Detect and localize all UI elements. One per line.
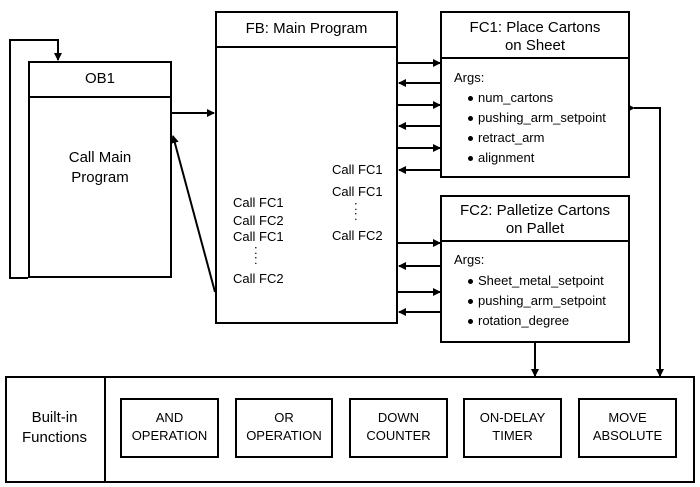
builtin-label-line-1: Built-in <box>31 409 78 426</box>
builtin-panel-divider <box>104 376 106 483</box>
builtin-and-line-2: OPERATION <box>131 428 208 443</box>
fc2-arg-1: Sheet_metal_setpoint <box>478 273 604 288</box>
ob1-body-line-1: Call Main <box>68 149 132 166</box>
builtin-label-line-2: Functions <box>21 429 88 446</box>
fc1-arg-bullet <box>468 116 473 121</box>
fc1-arg-bullet <box>468 96 473 101</box>
fc1-arg-3: retract_arm <box>478 130 545 145</box>
fc2-block <box>440 195 630 343</box>
fc1-title-line-2: on Sheet <box>504 37 566 54</box>
builtin-or-line-2: OPERATION <box>246 428 322 443</box>
builtin-move-line-2: ABSOLUTE <box>592 428 663 443</box>
fb-left-call-1: Call FC1 <box>233 195 284 210</box>
fb-header-divider <box>215 46 398 48</box>
fb-right-call-2: Call FC1 <box>332 184 383 199</box>
fc2-title-line-2: on Pallet <box>505 220 565 237</box>
fc1-header-divider <box>440 57 630 59</box>
fc2-args-label: Args: <box>454 252 485 267</box>
builtin-and-operation <box>120 398 219 458</box>
fc1-arg-2: pushing_arm_setpoint <box>478 110 606 125</box>
builtin-timer-line-2: TIMER <box>492 428 533 443</box>
builtin-timer-line-1: ON-DELAY <box>479 410 546 425</box>
builtin-or-operation <box>235 398 333 458</box>
fc1-block <box>440 11 630 178</box>
fc1-builtins-arrow <box>627 104 664 377</box>
fb-left-ellipsis-2: : <box>254 252 258 267</box>
fc2-title-line-1: FC2: Palletize Cartons <box>459 202 611 219</box>
fb-right-call-1: Call FC1 <box>332 162 383 177</box>
builtin-down-line-2: COUNTER <box>366 428 431 443</box>
fc2-header-divider <box>440 240 630 242</box>
fb-right-ellipsis-2: : <box>354 208 358 223</box>
fb-title: FB: Main Program <box>245 20 368 37</box>
ob1-loop-arrow <box>9 39 62 279</box>
fc2-arg-bullet <box>468 299 473 304</box>
builtin-move-line-1: MOVE <box>608 410 647 425</box>
fb-left-ellipsis: : <box>254 242 258 257</box>
fc1-args-label: Args: <box>454 70 485 85</box>
fb-left-call-2: Call FC2 <box>233 213 284 228</box>
fb-return-arrow <box>170 135 216 293</box>
fc2-arg-bullet <box>468 319 473 324</box>
builtin-down-counter <box>349 398 448 458</box>
builtin-move-absolute <box>578 398 677 458</box>
fc2-arg-bullet <box>468 279 473 284</box>
fc1-title-line-1: FC1: Place Cartons <box>469 19 601 36</box>
fb-main-program-block <box>215 11 398 324</box>
builtin-or-line-1: OR <box>274 410 294 425</box>
fc1-arg-bullet <box>468 156 473 161</box>
fb-left-call-4: Call FC2 <box>233 271 284 286</box>
builtin-and-line-1: AND <box>155 410 184 425</box>
fc2-arg-3: rotation_degree <box>478 313 570 328</box>
ob1-header-divider <box>28 96 172 98</box>
builtin-on-delay-timer <box>463 398 562 458</box>
fc1-arg-bullet <box>468 136 473 141</box>
builtin-down-line-1: DOWN <box>377 410 420 425</box>
fb-left-call-3: Call FC1 <box>233 229 284 244</box>
fc1-arg-4: alignment <box>478 150 535 165</box>
fb-right-ellipsis: : <box>354 198 358 213</box>
ob1-title: OB1 <box>84 70 115 87</box>
ob1-body-line-2: Program <box>71 169 129 186</box>
fc1-arg-1: num_cartons <box>478 90 554 105</box>
fb-right-call-3: Call FC2 <box>332 228 383 243</box>
fc2-arg-2: pushing_arm_setpoint <box>478 293 606 308</box>
